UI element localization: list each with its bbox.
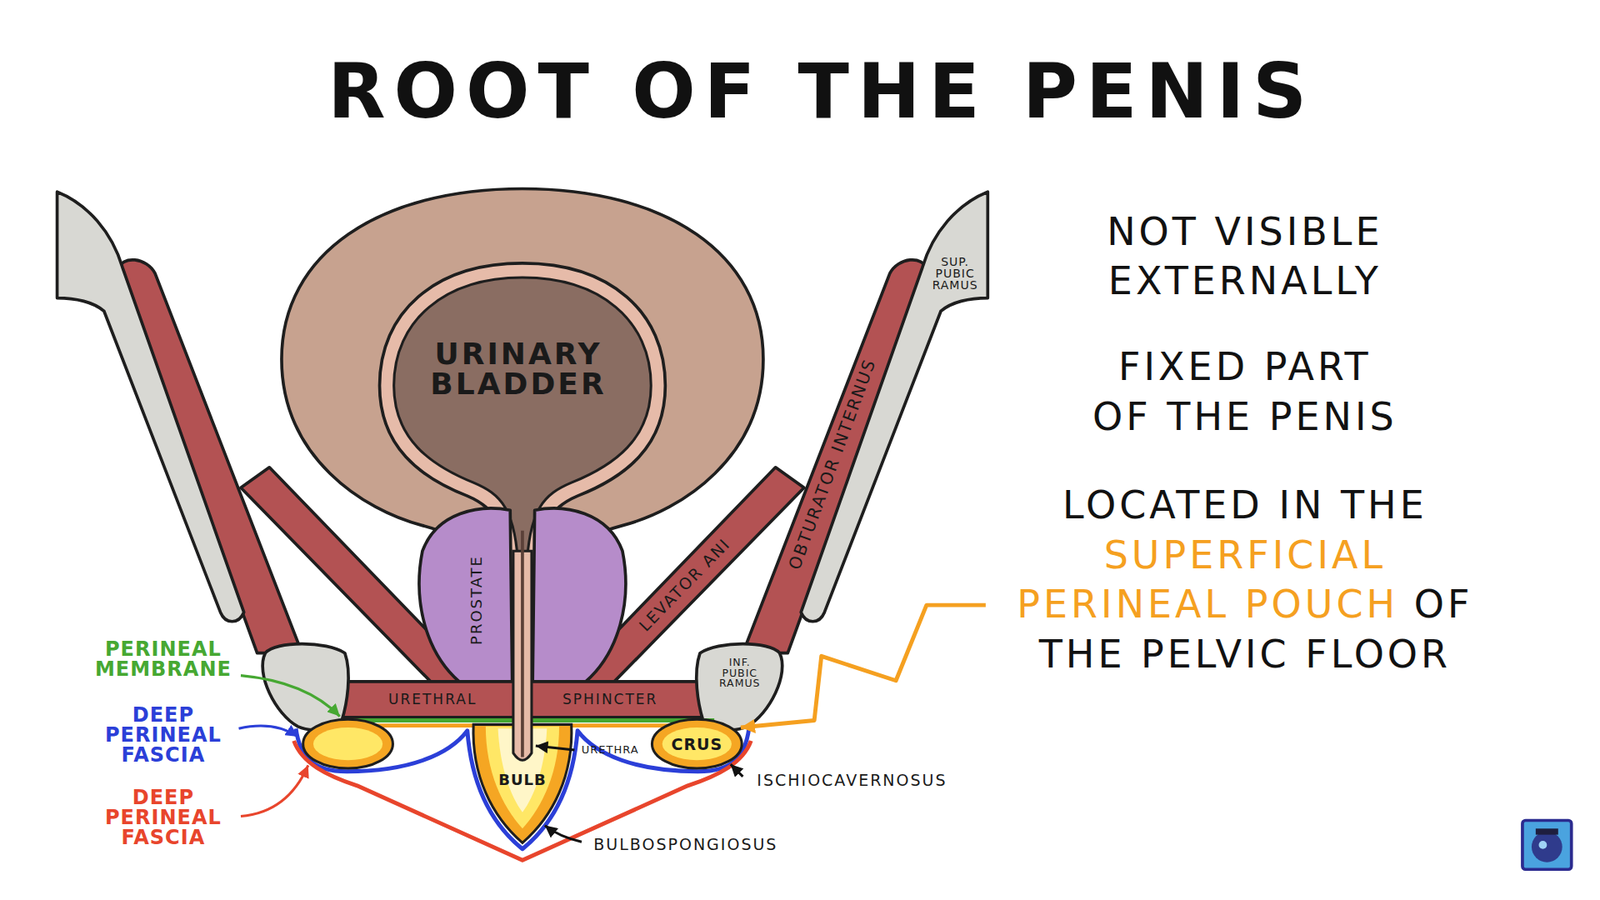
note-text: FIXED PART OF THE PENIS — [1090, 343, 1400, 444]
leader-line — [239, 675, 744, 843]
part-name: URETHRA — [581, 744, 640, 757]
part-name: ISCHIOCAVERNOSUS — [756, 771, 947, 790]
leader-line — [240, 675, 340, 717]
logo-icon — [1522, 820, 1572, 870]
crus-shape — [651, 719, 742, 769]
part-name: SPHINCTER — [562, 691, 658, 709]
logo-icon — [1531, 831, 1563, 863]
fascia-label: DEEP PERINEAL FASCIA — [88, 705, 239, 765]
crus-shape — [303, 719, 394, 769]
leader-line — [545, 825, 582, 843]
part-name: BULB — [498, 770, 547, 789]
crus-shape — [313, 727, 383, 760]
obturator-muscle — [118, 260, 302, 654]
obturator-muscle — [742, 260, 926, 654]
note-text: NOT VISIBLE EXTERNALLY — [1090, 207, 1400, 308]
prostate — [419, 508, 513, 682]
leader-line — [239, 725, 299, 737]
part-name: URETHRAL — [388, 691, 477, 709]
highlight-text: SUPERFICIAL PERINEAL POUCH — [1016, 532, 1399, 628]
prostate — [532, 508, 626, 682]
pubic-bone — [696, 644, 783, 730]
note-text: LOCATED IN THE SUPERFICIAL PERINEAL POUC… — [1011, 480, 1479, 680]
callout-line — [740, 605, 986, 728]
fascia-label: DEEP PERINEAL FASCIA — [88, 787, 239, 848]
crus-shape — [662, 727, 732, 760]
part-name: CRUS — [670, 735, 723, 755]
part-name: BULBOSPONGIOSUS — [593, 835, 778, 855]
part-name: INF. PUBIC RAMUS — [714, 657, 766, 690]
part-name: URINARY BLADDER — [410, 339, 627, 400]
pubic-bone — [800, 191, 988, 622]
bladder — [394, 277, 652, 572]
urethra-tube — [513, 530, 532, 761]
part-name: LEVATOR ANI — [635, 535, 735, 635]
urethra-tube — [520, 530, 525, 758]
part-name: SUP. PUBIC RAMUS — [925, 255, 985, 291]
logo-icon — [1535, 828, 1559, 835]
logo-icon — [1539, 840, 1548, 850]
leader-line — [240, 765, 309, 816]
title: ROOT OF THE PENIS — [327, 48, 1315, 135]
part-name: PROSTATE — [467, 555, 485, 645]
logo-icon — [1522, 820, 1572, 870]
pubic-bone — [262, 644, 349, 730]
fascia-label: PERINEAL MEMBRANE — [80, 639, 247, 680]
leader-line — [535, 745, 575, 750]
leader-line — [730, 764, 744, 777]
pubic-bone — [57, 191, 245, 622]
note-text: LOCATED IN THE — [1062, 482, 1428, 528]
